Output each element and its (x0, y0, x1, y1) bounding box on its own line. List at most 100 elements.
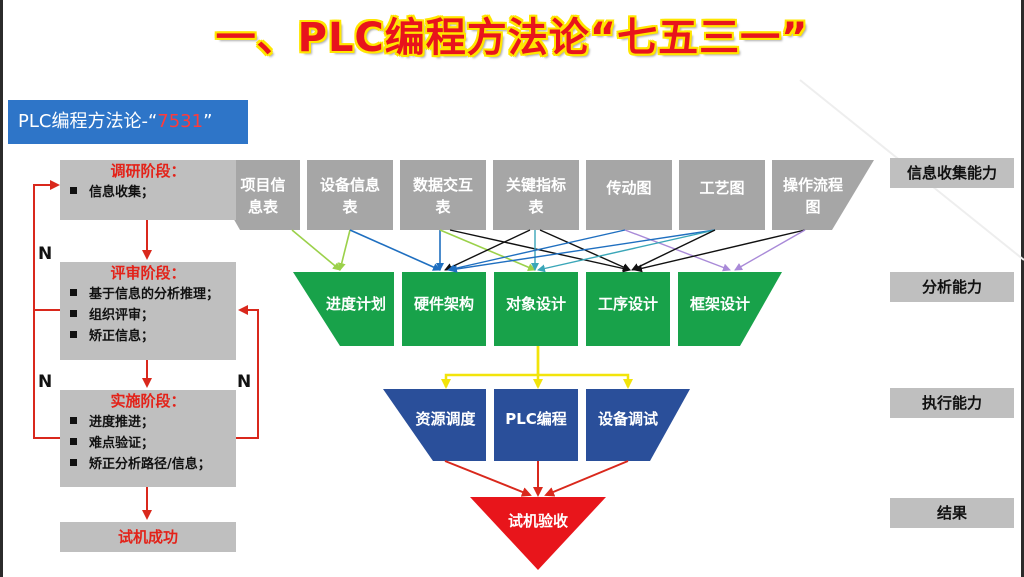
info-line: 操作流程 (782, 176, 843, 194)
connector (337, 229, 351, 271)
info-line: 设备信息 (319, 176, 380, 194)
info-label-5: 传动图 (586, 160, 672, 216)
stage-implement: 实施阶段： 进度推进； 难点验证； 矫正分析路径/信息； (60, 390, 236, 487)
info-line: 项目信 (240, 176, 286, 194)
info-line: 表 (342, 198, 358, 216)
info-line: 息表 (247, 198, 278, 216)
stage-bullet: 组织评审； (70, 305, 236, 326)
info-shape-6 (679, 160, 765, 230)
execution-label-3: 设备调试 (597, 409, 658, 428)
info-line: 图 (805, 198, 821, 216)
info-shape-3 (400, 160, 486, 230)
stage-research: 调研阶段： 信息收集； (60, 160, 236, 220)
stage-bullet: 基于信息的分析推理； (70, 284, 236, 305)
connector (634, 229, 806, 273)
bullet-text: 矫正分析路径/信息； (89, 457, 211, 472)
info-shape-5 (586, 160, 672, 230)
loop-label-n: N (38, 244, 53, 264)
loop-label-n: N (38, 372, 53, 392)
red-connector (544, 460, 629, 497)
connector (449, 229, 631, 273)
stage-title: 调研阶段： (110, 162, 186, 180)
loop-label-n: N (237, 372, 252, 392)
info-label-7: 操作流程图 (772, 166, 854, 226)
red-connector (444, 460, 532, 497)
subtitle-box: PLC编程方法论-“7531” (8, 100, 248, 144)
subtitle-open-quote: “ (147, 111, 158, 132)
analysis-shape-4 (586, 272, 670, 346)
connector (734, 229, 806, 271)
connector (447, 229, 626, 273)
connector (624, 229, 731, 272)
execution-shape-3 (586, 389, 690, 461)
stage-review: 评审阶段： 基于信息的分析推理； 组织评审； 矫正信息； (60, 262, 236, 360)
yellow-connector (441, 346, 540, 389)
bullet-text: 组织评审； (89, 308, 155, 323)
execution-label-1: 资源调度 (415, 409, 476, 428)
connector (537, 229, 716, 273)
info-shape-4 (493, 160, 579, 230)
subtitle-prefix: PLC编程方法论- (18, 111, 148, 132)
info-line: 工艺图 (699, 179, 745, 197)
analysis-shape-1 (293, 272, 394, 346)
analysis-shape-3 (494, 272, 578, 346)
stage-bullet: 信息收集； (70, 182, 236, 203)
subtitle-close-quote: ” (203, 111, 213, 132)
ability-info-collection: 信息收集能力 (890, 158, 1014, 188)
bullet-text: 基于信息的分析推理； (89, 287, 220, 302)
stage-title: 试机成功 (117, 528, 178, 546)
info-label-2: 设备信息表 (307, 166, 393, 226)
frame-edge-right (1021, 0, 1024, 577)
loop-arrow-implement-left (33, 310, 60, 439)
ability-execution: 执行能力 (890, 388, 1014, 418)
info-label-6: 工艺图 (679, 160, 765, 216)
info-shape-7 (772, 160, 874, 230)
frame-edge-left (0, 0, 3, 577)
stage-bullet: 矫正分析路径/信息； (70, 454, 236, 475)
info-line: 表 (528, 198, 544, 216)
result-label: 试机验收 (507, 511, 568, 530)
analysis-shape-5 (678, 272, 782, 346)
analysis-label-2: 硬件架构 (413, 294, 474, 313)
connector (291, 229, 341, 271)
execution-shape-1 (383, 389, 486, 461)
analysis-label-3: 对象设计 (505, 294, 566, 313)
analysis-shape-2 (402, 272, 486, 346)
execution-shape-2 (494, 389, 578, 461)
result-shape (470, 497, 606, 570)
bullet-text: 矫正信息； (89, 329, 155, 344)
bullet-text: 信息收集； (89, 185, 155, 200)
main-title: 一、PLC编程方法论“七五三一” (215, 15, 809, 61)
info-label-4: 关键指标表 (493, 166, 579, 226)
info-line: 表 (435, 198, 451, 216)
info-label-3: 数据交互表 (400, 166, 486, 226)
info-line: 传动图 (606, 179, 652, 197)
analysis-label-1: 进度计划 (325, 294, 386, 313)
analysis-label-5: 框架设计 (689, 294, 750, 313)
info-line: 数据交互 (412, 176, 473, 194)
stage-title: 实施阶段： (110, 392, 186, 410)
stage-bullet: 矫正信息； (70, 326, 236, 347)
subtitle-accent: 7531 (157, 111, 204, 132)
bullet-text: 难点验证； (89, 436, 155, 451)
analysis-label-4: 工序设计 (597, 294, 658, 313)
info-label-1: 项目信息表 (226, 166, 300, 226)
stage-title: 评审阶段： (110, 264, 186, 282)
loop-arrow-review (33, 180, 60, 311)
connector (349, 229, 441, 271)
connector (444, 229, 531, 271)
info-shape-2 (307, 160, 393, 230)
loop-arrow-implement-right (236, 305, 259, 439)
stage-bullet: 难点验证； (70, 433, 236, 454)
connector (631, 229, 716, 271)
stage-success: 试机成功 (60, 522, 236, 552)
connector (449, 229, 716, 273)
info-line: 关键指标 (505, 176, 566, 194)
execution-label-2: PLC编程 (505, 409, 567, 428)
bullet-text: 进度推进； (89, 415, 155, 430)
yellow-connector (538, 373, 633, 389)
stage-bullet: 进度推进； (70, 412, 236, 433)
ability-result: 结果 (890, 498, 1014, 528)
ability-analysis: 分析能力 (890, 272, 1014, 302)
